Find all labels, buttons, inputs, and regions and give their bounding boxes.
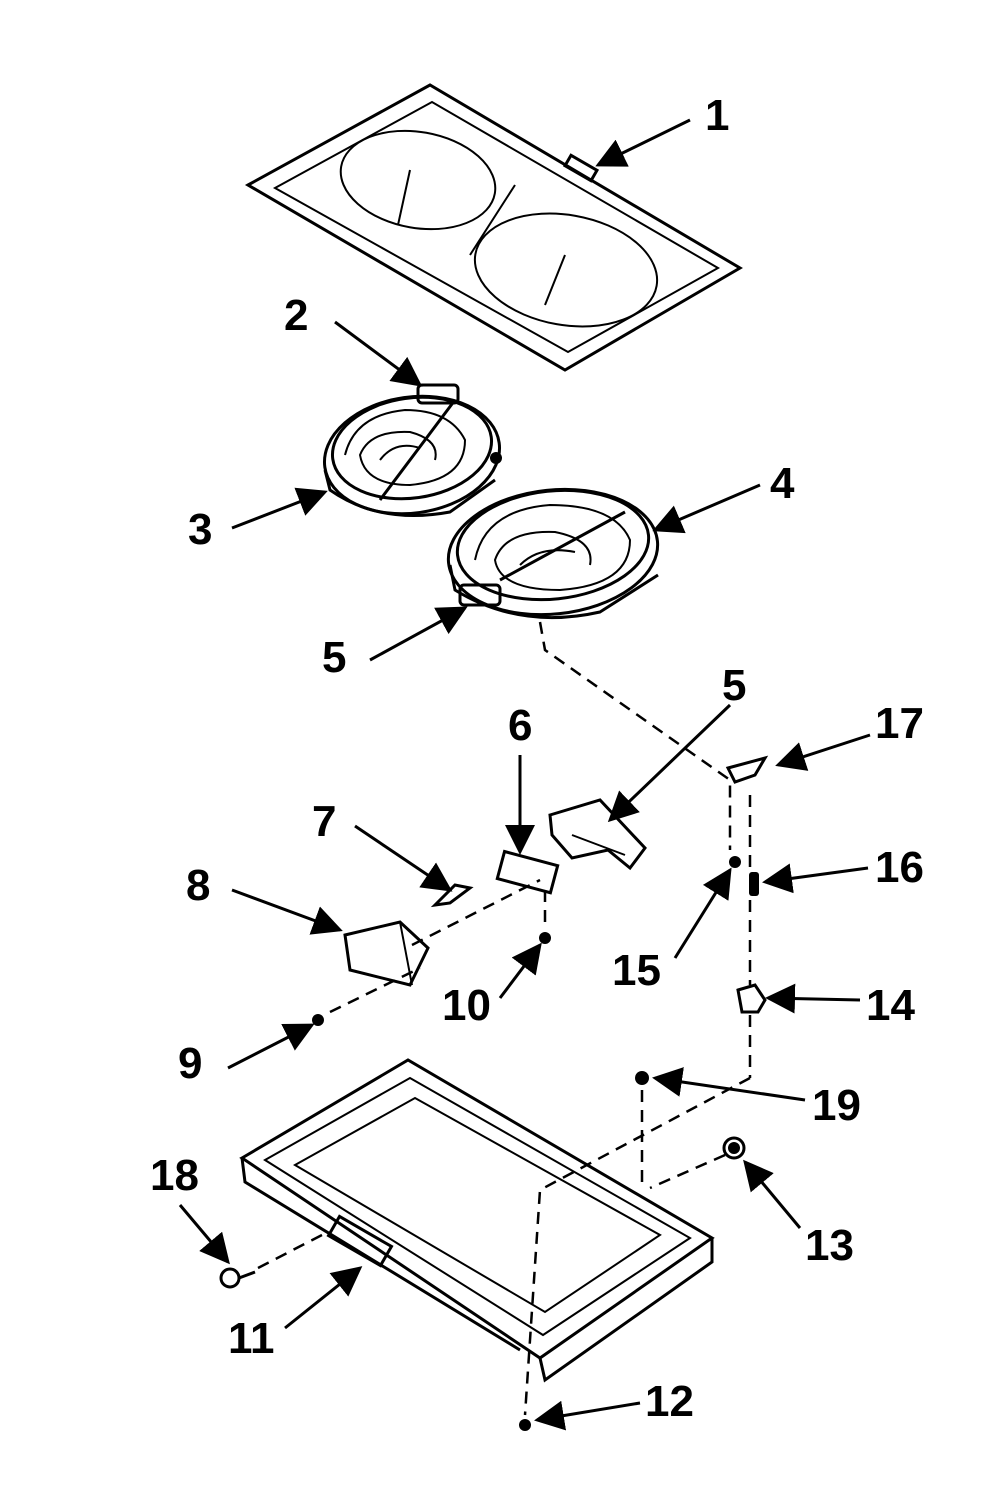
label-15: 15 [612, 946, 661, 995]
label-5-lower: 5 [722, 661, 746, 710]
assembly-lines [257, 621, 752, 1416]
terminal-assembly [312, 798, 647, 1026]
label-16: 16 [875, 843, 924, 892]
label-9: 9 [178, 1039, 202, 1088]
label-19: 19 [812, 1081, 861, 1130]
label-5-upper: 5 [322, 633, 346, 682]
leader-arrows [178, 118, 871, 1431]
glass-cooktop [244, 83, 743, 372]
label-10: 10 [442, 981, 491, 1030]
burner-small [322, 383, 502, 517]
label-1: 1 [705, 91, 729, 140]
label-12: 12 [645, 1377, 694, 1426]
label-3: 3 [188, 505, 212, 554]
label-17: 17 [875, 699, 924, 748]
label-4: 4 [770, 459, 795, 508]
label-2: 2 [284, 291, 308, 340]
base-tray [219, 1058, 715, 1383]
label-8: 8 [186, 861, 210, 910]
burner-large [446, 487, 660, 620]
part-labels: 1 2 3 4 5 5 6 7 8 9 10 11 12 13 14 15 16… [150, 91, 924, 1426]
label-11: 11 [228, 1314, 275, 1363]
label-18: 18 [150, 1151, 199, 1200]
small-hardware [519, 755, 769, 1431]
label-13: 13 [805, 1221, 854, 1270]
label-7: 7 [312, 797, 336, 846]
label-6: 6 [508, 701, 532, 750]
label-14: 14 [866, 981, 915, 1030]
